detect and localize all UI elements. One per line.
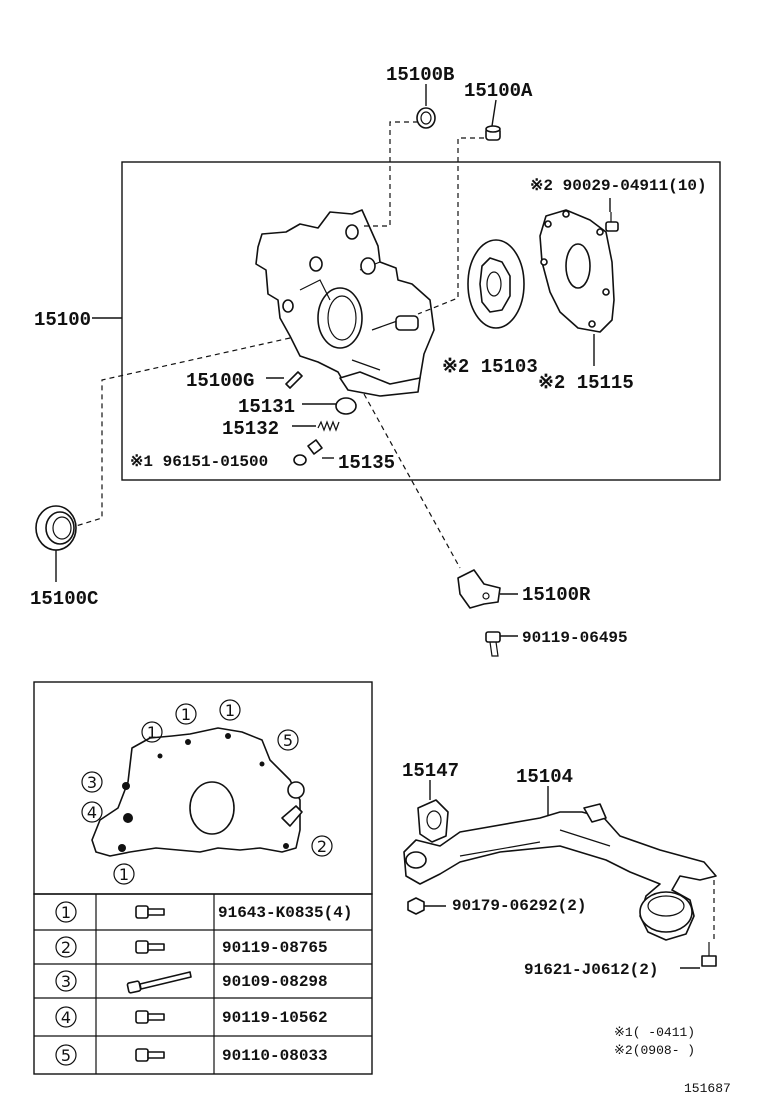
bolt-icon [135,940,165,954]
label-15100C: 15100C [30,588,98,610]
nut-icon[interactable] [407,897,425,915]
table-row-5-part: 90110-08033 [222,1047,328,1065]
svg-text:2: 2 [61,938,71,957]
callout-2: 2 [311,835,333,857]
table-row-3-num: 3 [55,970,77,992]
stud-icon[interactable] [285,371,303,389]
bolt-icon[interactable] [701,942,717,967]
label-15131: 15131 [238,396,295,418]
label-15104: 15104 [516,766,573,788]
table-row-5-num: 5 [55,1044,77,1066]
label-15103: ※2 15103 [442,356,538,378]
table-row-2-num: 2 [55,936,77,958]
table-row-4-num: 4 [55,1006,77,1028]
svg-text:5: 5 [283,731,293,750]
bolt-icon [135,905,165,919]
table-row-3-part: 90109-08298 [222,973,328,991]
svg-text:4: 4 [61,1008,71,1027]
label-15100A: 15100A [464,80,533,102]
timing-cover-icon[interactable] [91,727,305,857]
note-1: ※1( -0411) [614,1025,695,1040]
label-15147: 15147 [402,760,459,782]
label-90179-06292: 90179-06292(2) [452,897,586,915]
callout-1c: 1 [219,699,241,721]
oil-seal-icon[interactable] [35,505,77,551]
spring-icon[interactable] [317,420,340,432]
callout-3: 3 [81,771,103,793]
relief-valve-icon[interactable] [335,397,357,415]
callout-1b: 1 [175,703,197,725]
bolt-icon [135,1010,165,1024]
bolt-table [33,893,373,1075]
label-15132: 15132 [222,418,279,440]
svg-text:3: 3 [61,972,71,991]
label-15100B: 15100B [386,64,454,86]
sensor-icon[interactable] [457,569,501,609]
label-15100: 15100 [34,309,91,331]
label-15100R: 15100R [522,584,591,606]
svg-text:3: 3 [87,773,97,792]
table-row-1-part: 91643-K0835(4) [218,904,352,922]
assembly-frame [121,161,721,481]
table-row-4-part: 90119-10562 [222,1009,328,1027]
table-row-2-part: 90119-08765 [222,939,328,957]
oring-icon[interactable] [416,107,436,129]
svg-text:1: 1 [225,701,235,720]
screw-icon[interactable] [605,212,619,232]
svg-text:1: 1 [181,705,191,724]
bolt-icon[interactable] [485,631,501,657]
pump-rotor-icon[interactable] [467,239,525,329]
table-row-1-num: 1 [55,901,77,923]
label-15100G: 15100G [186,370,254,392]
label-15135: 15135 [338,452,395,474]
label-90029-04911: ※2 90029-04911(10) [530,177,707,195]
bolt-icon [135,1048,165,1062]
oil-pump-housing-icon[interactable] [255,209,435,397]
label-91621-J0612: 91621-J0612(2) [524,961,658,979]
plug-icon[interactable] [307,439,323,455]
svg-text:1: 1 [61,903,71,922]
pump-cover-plate-icon[interactable] [539,209,615,333]
long-bolt-icon [126,971,192,994]
svg-text:2: 2 [317,837,327,856]
gasket-small-icon[interactable] [293,454,307,466]
callout-1d: 1 [113,863,135,885]
label-15115: ※2 15115 [538,372,634,394]
dowel-icon[interactable] [485,125,501,141]
callout-1a: 1 [141,721,163,743]
note-2: ※2(0908- ) [614,1043,695,1058]
svg-text:1: 1 [147,723,157,742]
svg-text:4: 4 [87,803,97,822]
label-90119-06495: 90119-06495 [522,629,628,647]
diagram-id: 151687 [684,1081,731,1096]
callout-4: 4 [81,801,103,823]
label-96151-01500: ※1 96151-01500 [130,453,268,471]
svg-text:5: 5 [61,1046,71,1065]
callout-5: 5 [277,729,299,751]
oil-strainer-icon[interactable] [403,803,717,941]
svg-text:1: 1 [119,865,129,884]
strainer-gasket-icon[interactable] [417,799,449,843]
